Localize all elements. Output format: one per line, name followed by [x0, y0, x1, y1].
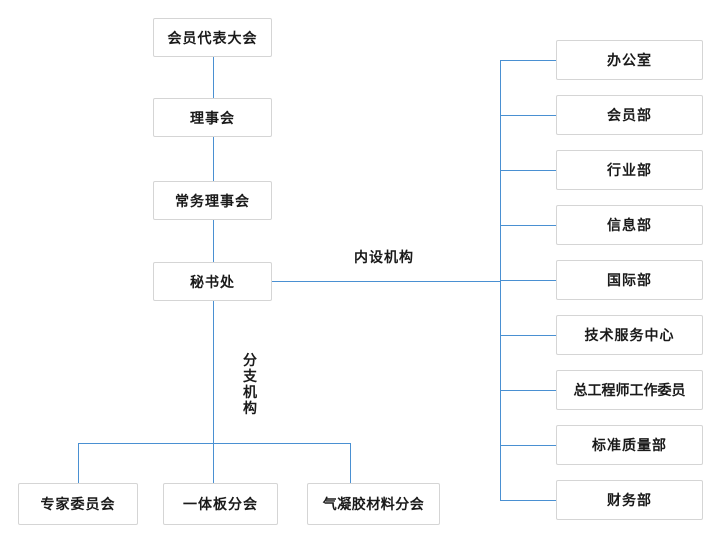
connector-stub-standards: [500, 444, 556, 446]
node-chief-engineer-committee: 总工程师工作委员: [556, 370, 703, 410]
node-industry-dept: 行业部: [556, 150, 703, 190]
node-finance-dept: 财务部: [556, 480, 703, 520]
node-council: 理事会: [153, 98, 272, 137]
node-secretariat: 秘书处: [153, 262, 272, 301]
connector-standing-secretariat: [212, 219, 214, 262]
connector-stub-office: [500, 59, 556, 61]
node-integrated-board-branch: 一体板分会: [163, 483, 278, 525]
node-international-dept: 国际部: [556, 260, 703, 300]
connector-stub-techservice: [500, 334, 556, 336]
connector-stub-board: [212, 443, 214, 483]
node-expert-committee: 专家委员会: [18, 483, 138, 525]
node-standing-council: 常务理事会: [153, 181, 272, 220]
connector-stub-membership: [500, 114, 556, 116]
node-standards-quality-dept: 标准质量部: [556, 425, 703, 465]
node-office: 办公室: [556, 40, 703, 80]
connector-secretariat-internal: [272, 280, 500, 282]
connector-stub-international: [500, 279, 556, 281]
node-membership-dept: 会员部: [556, 95, 703, 135]
node-aerogel-materials-branch: 气凝胶材料分会: [307, 483, 440, 525]
connector-stub-information: [500, 224, 556, 226]
connector-stub-expert: [77, 443, 79, 483]
node-information-dept: 信息部: [556, 205, 703, 245]
connector-secretariat-branches: [212, 300, 214, 443]
connector-assembly-council: [212, 56, 214, 98]
node-member-assembly: 会员代表大会: [153, 18, 272, 57]
label-internal-orgs: 内设机构: [354, 249, 414, 265]
connector-stub-chiefengineer: [500, 389, 556, 391]
connector-council-standing: [212, 136, 214, 181]
label-branch-orgs: 分支机构: [243, 352, 257, 416]
connector-stub-industry: [500, 169, 556, 171]
connector-stub-finance: [500, 499, 556, 501]
node-tech-service-center: 技术服务中心: [556, 315, 703, 355]
connector-stub-aerogel: [349, 443, 351, 483]
connector-branch-trunk: [78, 442, 351, 444]
